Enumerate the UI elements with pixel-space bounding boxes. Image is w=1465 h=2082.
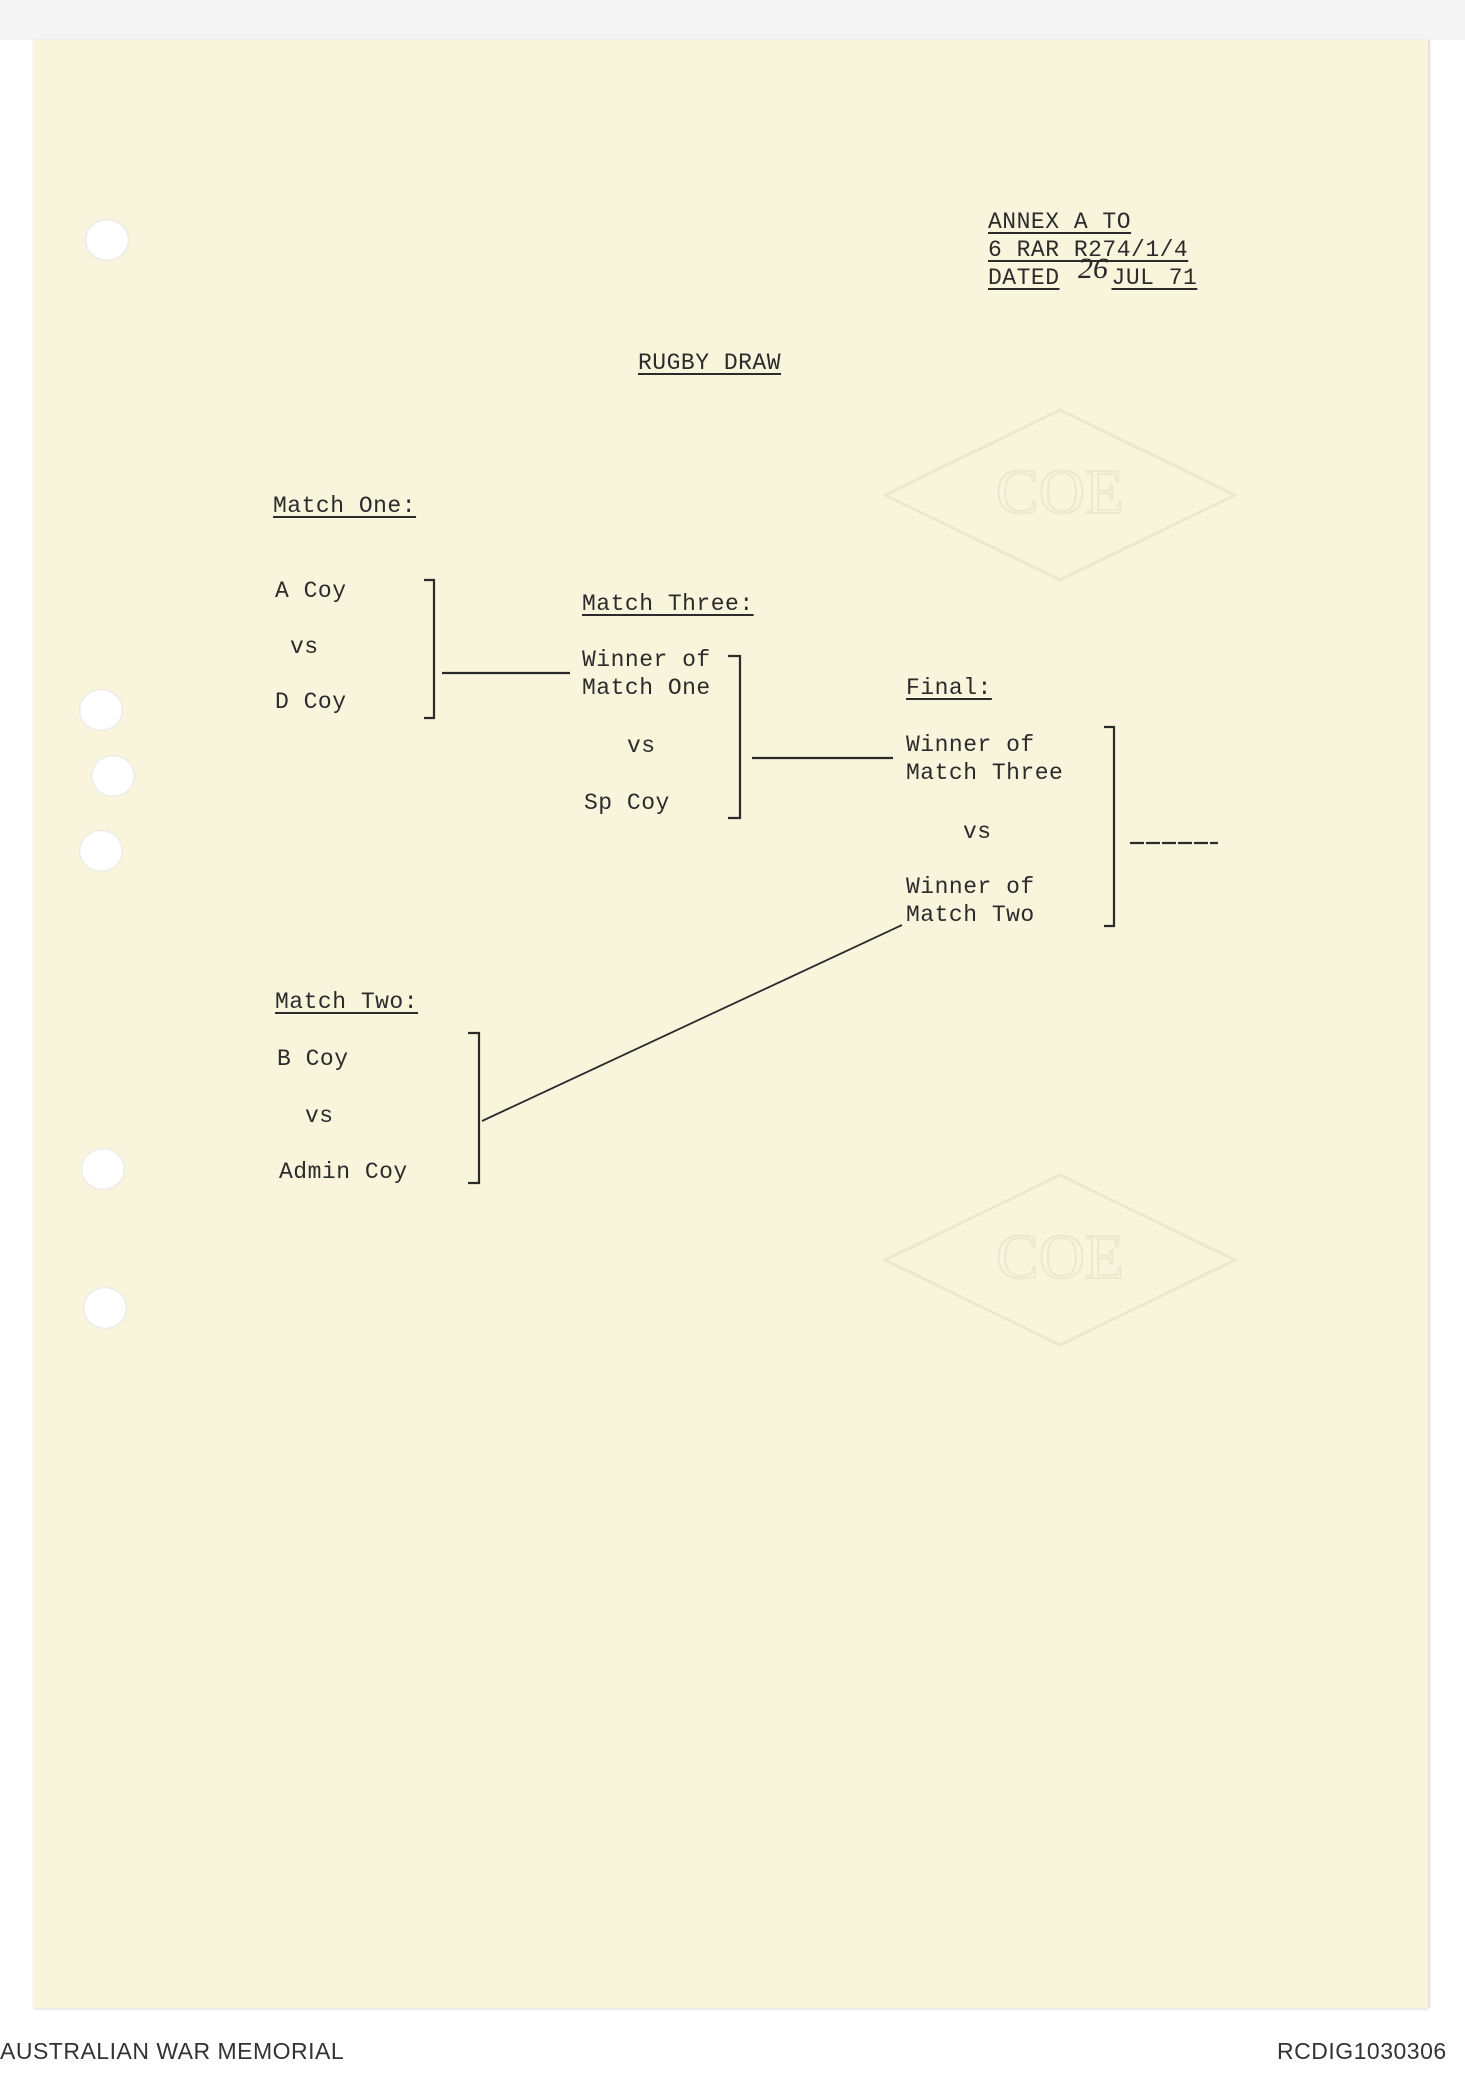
match-one-heading: Match One: <box>273 493 417 519</box>
footer-id: RCDIG1030306 <box>1277 2038 1447 2064</box>
binder-hole <box>81 1148 125 1190</box>
binder-hole <box>91 755 135 797</box>
final-vs: vs <box>963 819 992 845</box>
annex-date-suffix: JUL 71 <box>1111 265 1198 291</box>
match-two-team-1: B Coy <box>277 1046 349 1072</box>
binder-hole <box>79 830 123 872</box>
match-three-entry-2: Sp Coy <box>584 790 670 816</box>
annex-line-1: ANNEX A TO <box>988 209 1132 235</box>
match-two-bracket <box>468 1031 481 1185</box>
binder-hole <box>83 1287 127 1329</box>
annex-line-2: 6 RAR R274/1/4 <box>988 237 1189 263</box>
document-page <box>33 40 1428 2008</box>
match-two-connector <box>481 924 903 1122</box>
embossed-watermark: COE <box>881 1173 1239 1347</box>
match-one-team-1: A Coy <box>275 578 347 604</box>
match-two-heading: Match Two: <box>275 989 419 1015</box>
footer-source: AUSTRALIAN WAR MEMORIAL <box>0 2038 345 2064</box>
match-one-vs: vs <box>290 634 319 660</box>
match-three-heading: Match Three: <box>582 591 754 617</box>
watermark-text: COE <box>996 1221 1124 1292</box>
embossed-watermark: COE <box>881 408 1239 582</box>
match-three-bracket <box>728 654 742 820</box>
handwritten-date-day: 26 <box>1078 252 1108 285</box>
watermark-text: COE <box>996 456 1124 527</box>
annex-line-3: DATED JUL 71 <box>988 264 1203 292</box>
binder-hole <box>79 689 123 731</box>
final-entry-1-line-2: Match Three <box>906 760 1064 786</box>
match-three-entry-1-line-2: Match One <box>582 675 711 701</box>
final-entry-2-line-2: Match Two <box>906 902 1035 928</box>
final-entry-1-line-1: Winner of <box>906 732 1035 758</box>
match-one-team-2: D Coy <box>275 689 347 715</box>
match-two-team-2: Admin Coy <box>279 1159 408 1185</box>
match-one-bracket <box>424 578 436 720</box>
final-heading: Final: <box>906 675 992 701</box>
scan-background <box>0 0 1465 40</box>
match-three-entry-1-line-1: Winner of <box>582 647 711 673</box>
binder-hole <box>85 219 129 261</box>
match-three-vs: vs <box>627 733 656 759</box>
final-entry-2-line-1: Winner of <box>906 874 1035 900</box>
match-two-vs: vs <box>305 1103 334 1129</box>
final-bracket <box>1104 725 1116 928</box>
page-edge <box>1428 40 1430 2008</box>
annex-dated-label: DATED <box>988 265 1060 291</box>
page-title: RUGBY DRAW <box>638 350 782 376</box>
